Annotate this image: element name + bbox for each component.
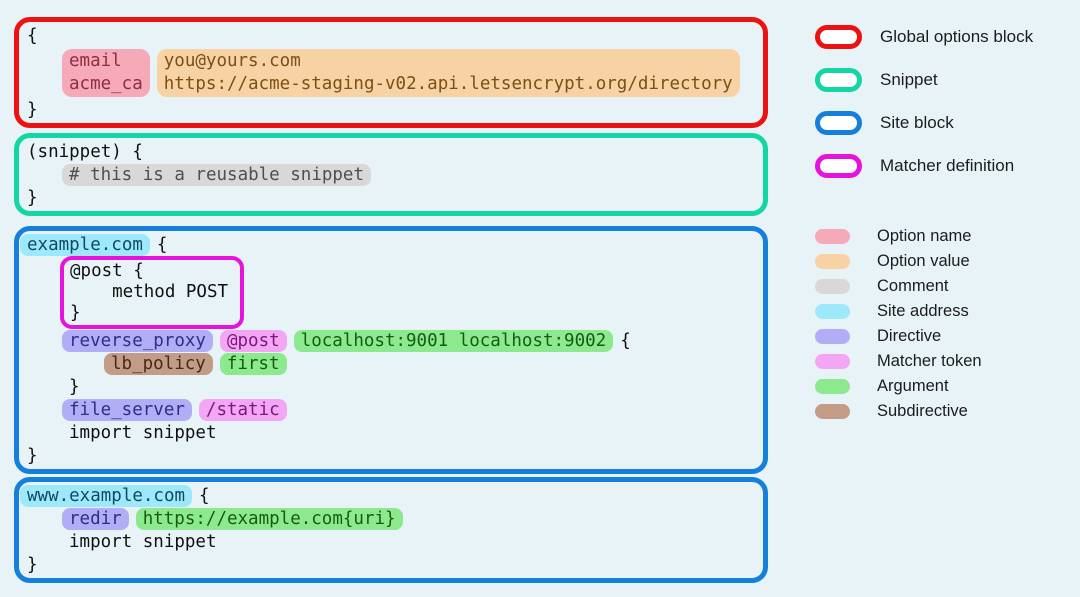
code-line: import snippet <box>27 530 755 553</box>
legend-row-matcher-definition: Matcher definition <box>815 154 1033 178</box>
close-brace: } <box>27 99 38 120</box>
code-line: @post { method POST } <box>27 256 755 329</box>
code-line: (snippet) { <box>27 140 755 163</box>
close-brace: } <box>27 445 38 466</box>
code-line: lb_policy first <box>27 352 755 375</box>
legend-label: Subdirective <box>877 402 968 420</box>
code-line: { <box>27 24 755 47</box>
argument-swatch <box>815 379 850 394</box>
legend-label: Option name <box>877 227 972 245</box>
directive-chip: redir <box>62 507 129 530</box>
legend-token-list: Option name Option value Comment Site ad… <box>815 227 1033 420</box>
site-block-www: www.example.com { redir https://example.… <box>14 477 768 583</box>
code-line: import snippet <box>27 421 755 444</box>
import-statement: import snippet <box>69 422 217 443</box>
option-value-swatch <box>815 254 850 269</box>
site-address-chip: www.example.com <box>20 484 193 507</box>
legend: Global options block Snippet Site block … <box>815 25 1033 429</box>
legend-row-global-options: Global options block <box>815 25 1033 49</box>
legend-row-directive: Directive <box>815 327 1033 345</box>
code-line: } <box>27 186 755 209</box>
option-value-chip: you@yours.com https://acme-staging-v02.a… <box>156 48 740 97</box>
directive-chip: file_server <box>62 398 192 421</box>
matcher-token-chip: @post <box>219 329 287 352</box>
argument-chip: https://example.com{uri} <box>135 507 403 530</box>
close-brace: } <box>27 187 38 208</box>
code-line: } <box>27 98 755 121</box>
legend-label: Matcher definition <box>880 156 1015 175</box>
subdirective-chip: lb_policy <box>104 352 213 375</box>
legend-label: Option value <box>877 252 970 270</box>
open-brace: { <box>27 25 38 46</box>
legend-row-subdirective: Subdirective <box>815 402 1033 420</box>
site-block-swatch <box>815 111 862 135</box>
legend-label: Site address <box>877 302 969 320</box>
matcher-token-swatch <box>815 354 850 369</box>
open-brace: { <box>620 330 631 351</box>
legend-row-site-block: Site block <box>815 111 1033 135</box>
code-line: www.example.com { <box>20 484 755 507</box>
comment-chip: # this is a reusable snippet <box>62 163 372 186</box>
legend-label: Matcher token <box>877 352 982 370</box>
global-options-block: { email acme_ca you@yours.com https://ac… <box>14 17 768 128</box>
code-line: # this is a reusable snippet <box>27 163 755 186</box>
site-address-swatch <box>815 304 850 319</box>
code-line: } <box>27 553 755 576</box>
legend-label: Directive <box>877 327 942 345</box>
code-line: redir https://example.com{uri} <box>27 507 755 530</box>
close-brace: } <box>69 376 80 397</box>
legend-row-argument: Argument <box>815 377 1033 395</box>
snippet-header: (snippet) { <box>27 141 143 162</box>
legend-row-snippet: Snippet <box>815 68 1033 92</box>
matcher-token-chip: /static <box>198 398 287 421</box>
legend-label: Global options block <box>880 27 1034 46</box>
global-options-row: email acme_ca you@yours.com https://acme… <box>27 47 755 98</box>
legend-label: Site block <box>880 113 954 132</box>
legend-row-site-address: Site address <box>815 302 1033 320</box>
code-line: } <box>27 444 755 467</box>
open-brace: { <box>156 234 168 255</box>
close-brace: } <box>27 554 38 575</box>
code-line: } <box>27 375 755 398</box>
global-options-swatch <box>815 25 862 49</box>
matcher-definition-swatch <box>815 154 862 178</box>
option-name-chip: email acme_ca <box>62 48 150 97</box>
argument-chip: localhost:9001 localhost:9002 <box>293 329 614 352</box>
snippet-swatch <box>815 68 862 92</box>
matcher-definition-box: @post { method POST } <box>60 256 245 329</box>
directive-swatch <box>815 329 850 344</box>
open-brace: { <box>199 485 210 506</box>
code-line: file_server /static <box>27 398 755 421</box>
legend-label: Snippet <box>880 70 938 89</box>
argument-chip: first <box>219 352 287 375</box>
site-block-example: example.com { @post { method POST } reve… <box>14 226 768 474</box>
import-statement: import snippet <box>69 531 217 552</box>
legend-label: Argument <box>877 377 949 395</box>
legend-row-option-value: Option value <box>815 252 1033 270</box>
code-line: example.com { <box>20 233 755 256</box>
legend-row-option-name: Option name <box>815 227 1033 245</box>
comment-swatch <box>815 279 850 294</box>
legend-row-comment: Comment <box>815 277 1033 295</box>
legend-label: Comment <box>877 277 949 295</box>
directive-chip: reverse_proxy <box>62 329 213 352</box>
option-name-swatch <box>815 229 850 244</box>
legend-row-matcher-token: Matcher token <box>815 352 1033 370</box>
snippet-block: (snippet) { # this is a reusable snippet… <box>14 133 768 216</box>
code-line: reverse_proxy @post localhost:9001 local… <box>27 329 755 352</box>
site-address-chip: example.com <box>20 233 150 256</box>
subdirective-swatch <box>815 404 850 419</box>
